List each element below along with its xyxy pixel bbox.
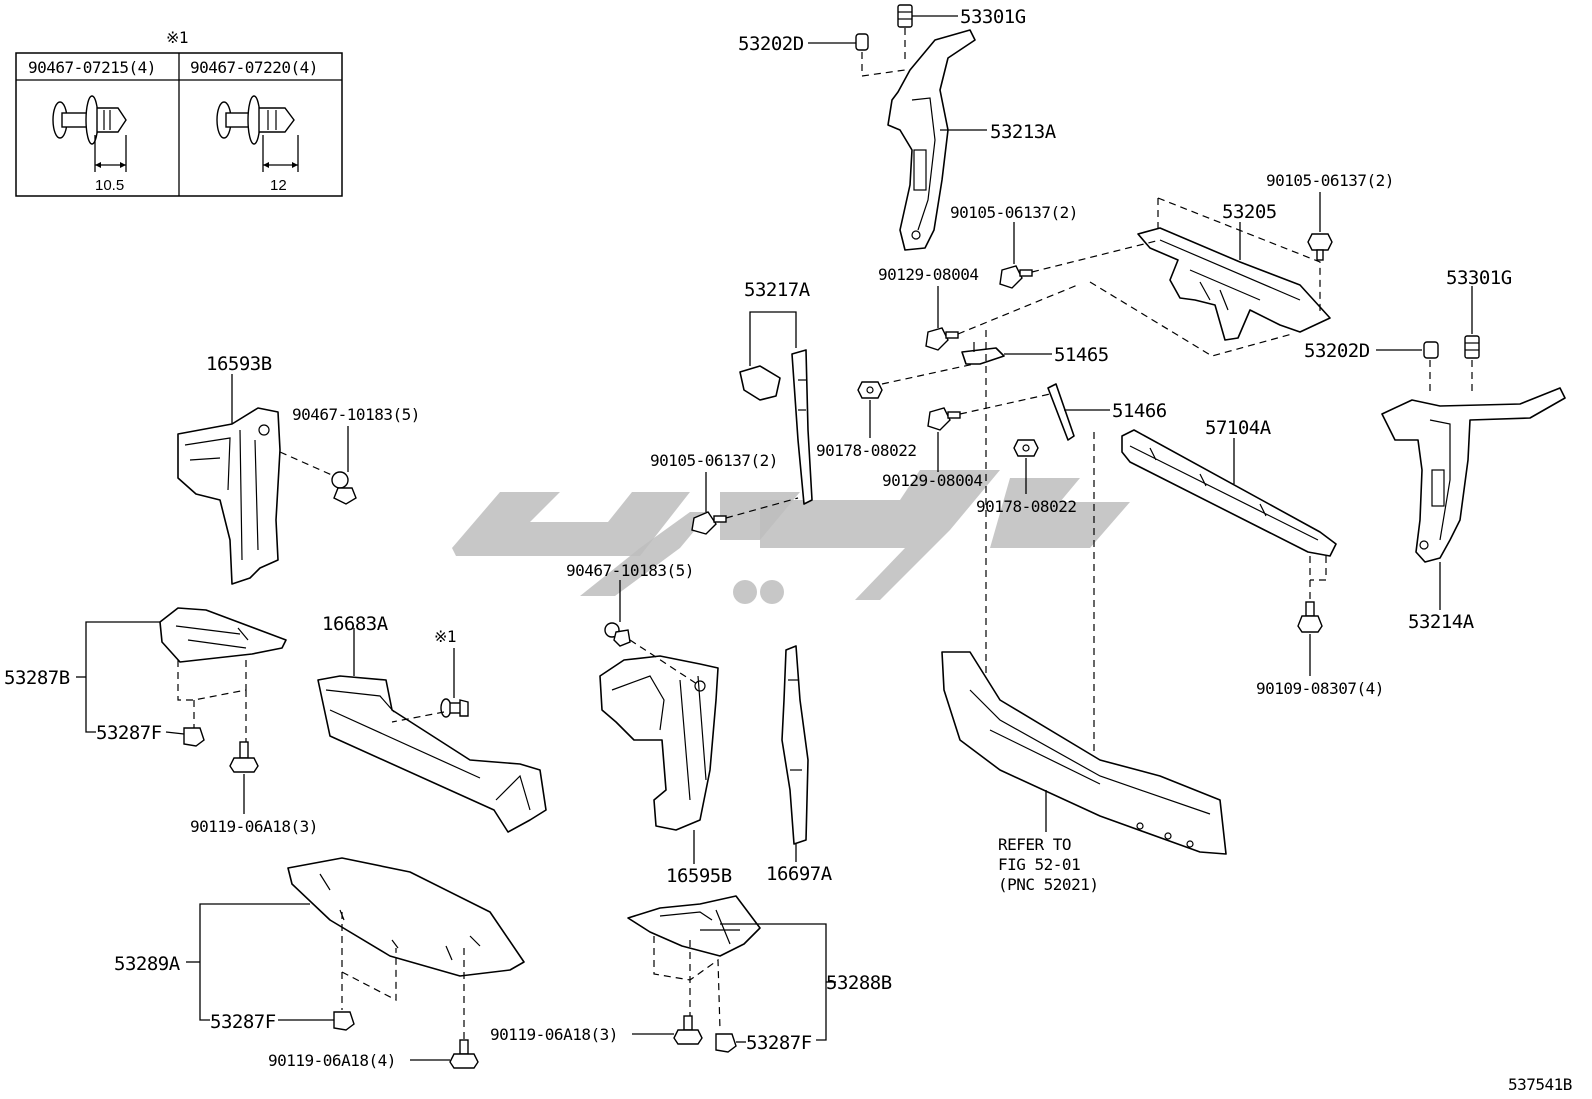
callout-53287F-left: 53287F xyxy=(96,722,162,744)
callout-53301G-right: 53301G xyxy=(1446,267,1512,289)
table-note-mark: ※1 xyxy=(166,28,188,47)
callout-90105-lower: 90105-06137(2) xyxy=(650,451,778,470)
clip-07220-dimension: 12 xyxy=(270,177,287,194)
bolt-90129-top-icon xyxy=(925,327,959,351)
refer-note-line1: REFER TO xyxy=(998,835,1071,854)
seal-16697A xyxy=(781,645,809,845)
air-duct-16595B xyxy=(599,655,719,831)
strap-51466 xyxy=(1047,383,1075,441)
refer-note-line3: (PNC 52021) xyxy=(998,875,1098,894)
callout-53202D-top: 53202D xyxy=(738,33,804,55)
callout-90109: 90109-08307(4) xyxy=(1256,679,1384,698)
callout-51466: 51466 xyxy=(1112,400,1167,422)
nut-90178-left-icon xyxy=(857,381,883,399)
table-col-2-header: 90467-07220(4) xyxy=(190,58,318,77)
bumper-support-57104A xyxy=(1121,429,1337,557)
callout-90129-lower: 90129-08004 xyxy=(882,471,982,490)
callout-90105-right: 90105-06137(2) xyxy=(1266,171,1394,190)
refer-note-line2: FIG 52-01 xyxy=(998,855,1080,874)
bolt-90119-left-icon xyxy=(229,741,259,773)
nut-90178-lower-icon xyxy=(1013,439,1039,457)
callout-53205: 53205 xyxy=(1222,201,1277,223)
bolt-90105-mid-icon xyxy=(999,265,1033,289)
cap-53202D-top-icon xyxy=(855,33,869,51)
seal-53217A xyxy=(739,349,813,505)
callout-90119-mid: 90119-06A18(3) xyxy=(490,1025,618,1044)
clip-53287F-br-icon xyxy=(715,1033,737,1053)
callout-90129-top: 90129-08004 xyxy=(878,265,978,284)
radiator-support-upper-left xyxy=(887,29,976,251)
radiator-upper-support-53205 xyxy=(1137,227,1331,341)
callout-16595B: 16595B xyxy=(666,865,732,887)
bolt-90105-lower-icon xyxy=(691,511,727,535)
callout-53301G-top: 53301G xyxy=(960,6,1026,28)
callout-53213A: 53213A xyxy=(990,121,1057,143)
table-col-1-header: 90467-07215(4) xyxy=(28,58,156,77)
bolt-90119-bottom-icon xyxy=(449,1039,479,1069)
bumper-reinforcement xyxy=(941,651,1227,855)
callout-53287F-bottom-right: 53287F xyxy=(746,1032,812,1054)
callout-16697A: 16697A xyxy=(766,863,833,885)
bolt-90109-icon xyxy=(1297,601,1323,633)
bolt-90129-lower-icon xyxy=(927,407,961,431)
cover-53287B xyxy=(159,607,287,663)
clip-07215-icon xyxy=(52,95,127,172)
under-cover-53289A xyxy=(287,857,525,977)
callout-53202D-right: 53202D xyxy=(1304,340,1370,362)
clip-53287F-bl-icon xyxy=(333,1011,355,1031)
bolt-90105-right-icon xyxy=(1307,233,1333,261)
clip-07220-icon xyxy=(216,95,299,172)
air-duct-16593B xyxy=(177,407,281,585)
watermark-logo xyxy=(452,470,1130,604)
callout-51465: 51465 xyxy=(1054,344,1109,366)
clip-90467-mid-icon xyxy=(604,622,631,647)
cap-53202D-right-icon xyxy=(1423,341,1439,359)
bolt-53301G-right-icon xyxy=(1464,335,1480,359)
callout-90178-lower: 90178-08022 xyxy=(976,497,1076,516)
callout-90119-bottom: 90119-06A18(4) xyxy=(268,1051,396,1070)
callout-57104A: 57104A xyxy=(1205,417,1272,439)
fastener-table: ※1 90467-07215(4) 90467-07220(4) 10.5 xyxy=(15,28,343,197)
callout-16593B: 16593B xyxy=(206,353,272,375)
clip-07215-dimension: 10.5 xyxy=(95,177,124,194)
callout-90105-mid: 90105-06137(2) xyxy=(950,203,1078,222)
callout-53287F-bottom-left: 53287F xyxy=(210,1011,276,1033)
clip-90467-left-icon xyxy=(331,471,357,505)
bracket-51465 xyxy=(961,342,1005,365)
callout-90119-left: 90119-06A18(3) xyxy=(190,817,318,836)
callout-16683A: 16683A xyxy=(322,613,389,635)
callout-90467-mid: 90467-10183(5) xyxy=(566,561,694,580)
clip-53287F-left-icon xyxy=(183,727,205,747)
callout-90467-left: 90467-10183(5) xyxy=(292,405,420,424)
callout-note-1: ※1 xyxy=(434,627,456,646)
bolt-53301G-top-icon xyxy=(897,4,913,28)
clip-note1-icon xyxy=(440,698,469,718)
diagram-reference-code: 537541B xyxy=(1508,1075,1572,1094)
lower-duct-16683A xyxy=(317,675,547,833)
callout-53214A: 53214A xyxy=(1408,611,1475,633)
callout-53289A: 53289A xyxy=(114,953,181,975)
callout-90178-left: 90178-08022 xyxy=(816,441,916,460)
bolt-90119-mid-icon xyxy=(673,1015,703,1045)
callout-53287B: 53287B xyxy=(4,667,70,689)
under-cover-53288B xyxy=(627,895,761,957)
radiator-support-right-53214A xyxy=(1381,387,1566,563)
callout-53217A: 53217A xyxy=(744,279,811,301)
callout-53288B: 53288B xyxy=(826,972,892,994)
